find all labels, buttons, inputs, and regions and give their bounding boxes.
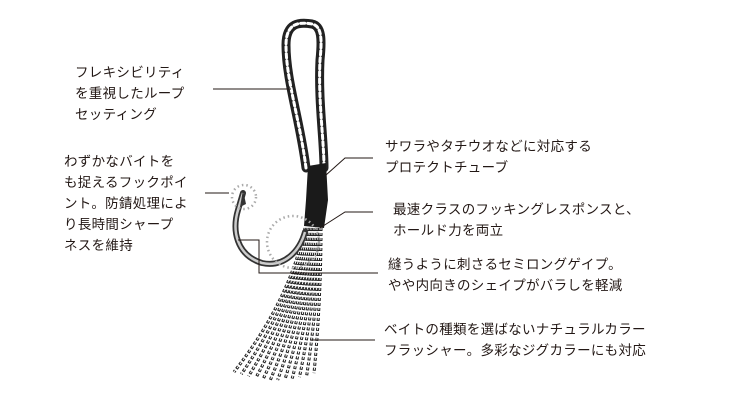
response-annotation: 最速クラスのフッキングレスポンスと、 ホールド力を両立 bbox=[393, 200, 640, 242]
flasher-fibers bbox=[232, 227, 323, 381]
text-line: を重視したループ bbox=[75, 86, 185, 102]
text-line: も捉えるフックポイ bbox=[64, 175, 188, 191]
text-line: 最速クラスのフッキングレスポンスと、 bbox=[393, 202, 640, 218]
leader-lines bbox=[205, 88, 378, 341]
text-line: やや内向きのシェイプがバラしを軽減 bbox=[388, 278, 623, 294]
flasher-fiber bbox=[269, 227, 313, 381]
gape-highlight bbox=[265, 214, 321, 270]
flasher-annotation: ベイトの種類を選ばないナチュラルカラー フラッシャー。多彩なジグカラーにも対応 bbox=[384, 320, 646, 362]
flasher-fiber bbox=[306, 227, 321, 376]
flasher-fiber bbox=[262, 227, 312, 380]
hook-barb bbox=[240, 190, 246, 207]
flasher-fiber bbox=[313, 227, 322, 374]
text-line: プロテクトチューブ bbox=[385, 160, 509, 176]
hook-point-annotation: わずかなバイトを も捉えるフックポイ ント。防錆処理によ り長時間シャープ ネス… bbox=[64, 152, 188, 257]
flasher-fiber bbox=[298, 227, 319, 378]
tube-annotation: サワラやタチウオなどに対応する プロテクトチューブ bbox=[385, 137, 592, 179]
flasher-fiber bbox=[284, 227, 316, 380]
loop-annotation: フレキシビリティ を重視したループ セッティング bbox=[75, 63, 185, 126]
text-line: ント。防錆処理によ bbox=[64, 196, 188, 212]
flasher-fiber bbox=[291, 227, 318, 379]
text-line: フレキシビリティ bbox=[75, 65, 185, 81]
text-line: ネスを維持 bbox=[64, 238, 133, 254]
flasher-fiber bbox=[255, 227, 310, 379]
text-line: サワラやタチウオなどに対応する bbox=[385, 139, 592, 155]
text-line: フラッシャー。多彩なジグカラーにも対応 bbox=[384, 343, 647, 359]
flasher-fiber bbox=[277, 227, 315, 381]
text-line: ホールド力を両立 bbox=[393, 223, 504, 239]
text-line: 縫うように刺さるセミロングゲイプ。 bbox=[388, 257, 622, 273]
gape-annotation: 縫うように刺さるセミロングゲイプ。 やや内向きのシェイプがバラしを軽減 bbox=[388, 255, 623, 297]
flasher-fiber bbox=[233, 227, 306, 373]
hook-point-highlight bbox=[230, 183, 258, 211]
braided-loop bbox=[281, 18, 329, 173]
protect-tube bbox=[304, 163, 328, 228]
text-line: ベイトの種類を選ばないナチュラルカラー bbox=[384, 322, 646, 338]
text-line: セッティング bbox=[75, 107, 157, 123]
flasher-fiber bbox=[240, 227, 307, 375]
text-line: わずかなバイトを bbox=[64, 154, 175, 170]
flasher-fiber bbox=[248, 227, 309, 377]
text-line: り長時間シャープ bbox=[64, 217, 174, 233]
